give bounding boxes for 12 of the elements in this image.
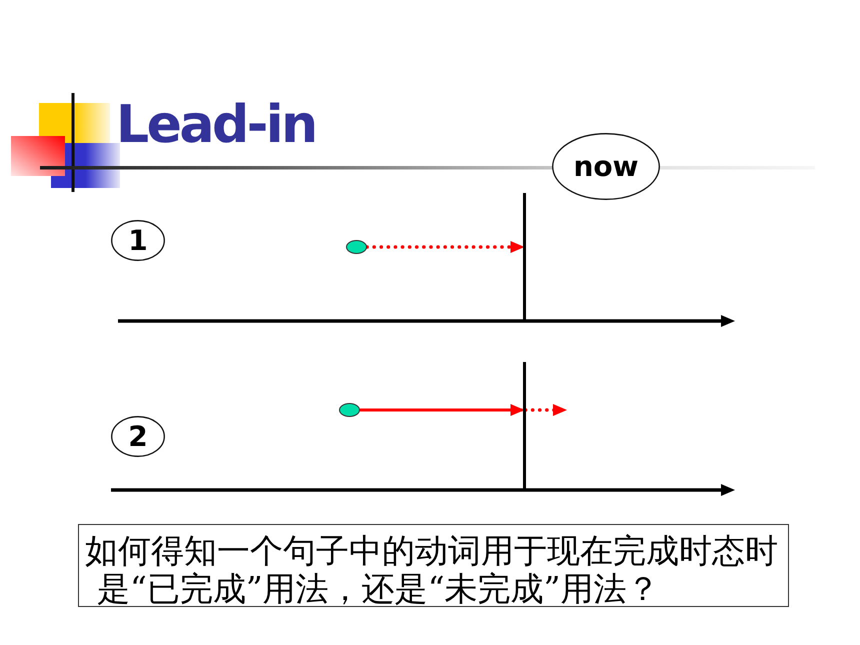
start-dot <box>346 240 367 254</box>
circled-number: 1 <box>111 220 165 261</box>
dotted-arrow <box>524 404 567 416</box>
now-line <box>522 362 526 491</box>
now-ellipse: now <box>552 133 660 200</box>
start-dot <box>339 403 360 417</box>
slide-title: Lead-in <box>116 99 316 151</box>
question-box: 如何得知一个句子中的动词用于现在完成时态时是“已完成”用法，还是“未完成”用法？ <box>78 524 789 607</box>
dotted-arrow <box>365 241 524 253</box>
circled-number: 2 <box>111 416 165 457</box>
arrow <box>360 404 524 416</box>
now-line <box>522 193 526 322</box>
